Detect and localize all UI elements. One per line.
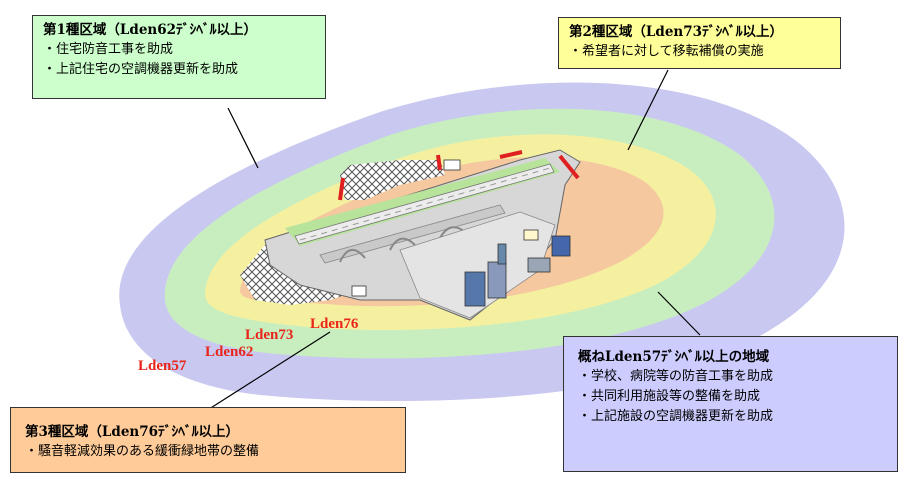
building-tower	[497, 243, 507, 265]
building-south	[351, 285, 367, 297]
contour-label-lden73: Lden73	[245, 327, 294, 343]
zone2-item-1: ・希望者に対して移転補償の実施	[569, 44, 764, 59]
zone3-title: 第3種区域（Lden76ﾃﾞｼﾍﾞﾙ以上）	[25, 424, 240, 440]
zone57-item-3: ・上記施設の空調機器更新を助成	[578, 409, 774, 424]
zone3-box: 第3種区域（Lden76ﾃﾞｼﾍﾞﾙ以上） ・騒音軽減効果のある緩衝緑地帯の整備	[10, 407, 406, 473]
barrier-north	[436, 154, 442, 171]
leader-line-zone2	[627, 69, 669, 151]
barrier-east	[558, 154, 580, 180]
buffer-green-area-north	[340, 160, 445, 200]
contour-label-lden57: Lden57	[138, 358, 187, 374]
building-terminal-1	[464, 271, 486, 307]
zone1-item-1: ・住宅防音工事を助成	[43, 42, 174, 57]
leader-line-zone3	[194, 331, 331, 419]
zone57-item-2: ・共同利用施設等の整備を助成	[578, 389, 761, 404]
zone57-box: 概ねLden57ﾃﾞｼﾍﾞﾙ以上の地域 ・学校、病院等の防音工事を助成 ・共同利…	[563, 336, 898, 472]
zone1-item-2: ・上記住宅の空調機器更新を助成	[43, 62, 239, 77]
zone3-item-1: ・騒音軽減効果のある緩衝緑地帯の整備	[25, 444, 260, 459]
runway	[294, 163, 555, 245]
leader-line-zone1	[227, 107, 259, 169]
building-small-1	[523, 229, 539, 241]
building-small-2	[443, 159, 461, 171]
building-hangar	[527, 257, 551, 273]
zone1-title: 第1種区域（Lden62ﾃﾞｼﾍﾞﾙ以上）	[43, 22, 258, 38]
zone2-box: 第2種区域（Lden73ﾃﾞｼﾍﾞﾙ以上） ・希望者に対して移転補償の実施	[558, 17, 841, 69]
zone1-box: 第1種区域（Lden62ﾃﾞｼﾍﾞﾙ以上） ・住宅防音工事を助成 ・上記住宅の空…	[32, 15, 326, 99]
building-terminal-2	[487, 261, 507, 299]
taxiway	[319, 204, 506, 264]
barrier-north-west	[338, 177, 345, 201]
leader-line-zone57	[657, 291, 701, 336]
contour-label-lden62: Lden62	[205, 344, 254, 360]
zone2-title: 第2種区域（Lden73ﾃﾞｼﾍﾞﾙ以上）	[569, 24, 784, 40]
barrier-north-east	[499, 150, 523, 159]
zone57-title: 概ねLden57ﾃﾞｼﾍﾞﾙ以上の地域	[578, 349, 770, 365]
zone57-item-1: ・学校、病院等の防音工事を助成	[578, 369, 774, 384]
building-cargo	[551, 235, 571, 257]
contour-label-lden76: Lden76	[310, 316, 359, 332]
